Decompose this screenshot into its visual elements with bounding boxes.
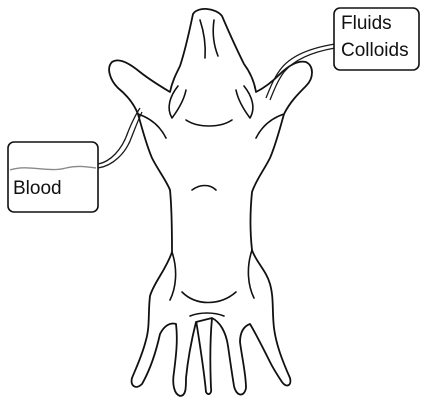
dog-tail [196,318,212,394]
blood-bag: Blood [8,142,98,212]
blood-box [8,142,98,212]
blood-label: Blood [13,178,62,199]
fluids-colloids-bag: Fluids Colloids [334,8,419,70]
fluids-label: Fluids [341,13,392,34]
blood-tubing [98,108,142,168]
colloids-label: Colloids [341,40,409,61]
